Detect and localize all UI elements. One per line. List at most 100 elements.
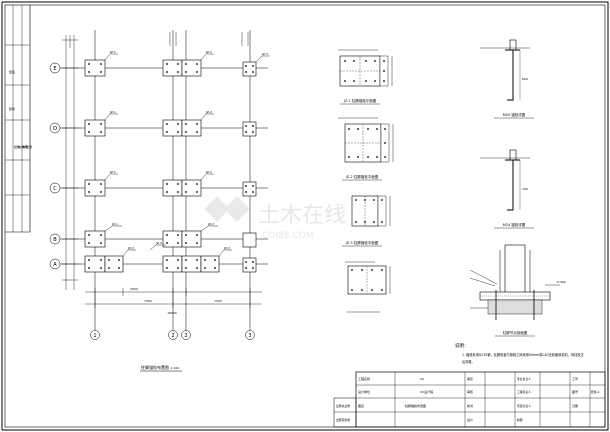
column-base-section: -0.400 柱脚节点剖面图 bbox=[469, 244, 566, 337]
col-axis-2 bbox=[168, 330, 178, 340]
row-axis-c bbox=[49, 182, 61, 194]
bottom-dimension-lines bbox=[85, 288, 262, 308]
base-plate bbox=[84, 255, 106, 273]
dim-overall: 18000 bbox=[167, 311, 177, 315]
drawing-no-label: 图号 bbox=[572, 389, 578, 394]
col-axis-3-label: 2 bbox=[184, 333, 187, 339]
anchor-bolt-dots bbox=[88, 63, 254, 269]
date-label: 日期 bbox=[572, 403, 578, 408]
job-no-label: 工号 bbox=[572, 376, 578, 381]
top-dimension-ticks bbox=[62, 32, 249, 48]
watermark-en: COI88.COM bbox=[262, 231, 313, 241]
issue-seal-label: 出图专用章 bbox=[336, 418, 350, 422]
base-plate bbox=[84, 119, 106, 137]
tag-jz3: JZ-3 bbox=[261, 52, 268, 56]
row-axis-bubbles: E D C B A bbox=[49, 62, 61, 270]
base-plate bbox=[181, 255, 202, 273]
plate-tag-leaders bbox=[104, 53, 270, 257]
base-plate bbox=[84, 59, 106, 77]
title-block bbox=[333, 371, 606, 428]
row-axis-d-label: D bbox=[53, 126, 57, 132]
inner-frame bbox=[4, 4, 606, 428]
detail-jz1: JZ-1 柱脚锚栓平面图 bbox=[338, 49, 393, 105]
watermark-cn: 土木在线 bbox=[258, 203, 346, 228]
side-label-5: 暖通 bbox=[26, 144, 32, 149]
notes-heading: 说明： bbox=[455, 342, 469, 349]
anchor-m24-length: 700 bbox=[522, 187, 528, 191]
row-axis-a-label: A bbox=[53, 262, 57, 268]
notes-line-1: 1. 锚栓采用Q235钢，柱脚底板与基础之间采用50mm厚C40无收缩灌浆料，待… bbox=[462, 352, 584, 357]
base-plate bbox=[162, 59, 183, 77]
tag-jz2: JZ-2 bbox=[205, 110, 212, 114]
check-label: 校对 bbox=[467, 403, 473, 408]
row-axis-a bbox=[49, 258, 61, 270]
review-label: 审核 bbox=[467, 389, 473, 394]
design-label: 设计 bbox=[467, 417, 473, 422]
tag-jz3: JZ-3 bbox=[155, 241, 162, 245]
anchor-m20-length: 600 bbox=[522, 77, 528, 81]
anchor-details: 600 M20 锚栓详图 700 M24 锚栓详图 bbox=[469, 39, 566, 337]
detail-jz3: JZ-3 柱脚锚栓平面图 bbox=[342, 195, 391, 247]
col-axis-1 bbox=[90, 330, 100, 340]
project-value: XX bbox=[420, 377, 424, 381]
left-dimension-chain bbox=[62, 48, 78, 290]
column-axis-bubbles: 1 2 2 3 bbox=[90, 330, 255, 340]
tag-jz2: JZ-2 bbox=[205, 170, 212, 174]
anchor-m24-title: M24 锚栓详图 bbox=[503, 222, 526, 227]
base-plate bbox=[84, 230, 106, 248]
design-unit-label: 设计单位 bbox=[358, 389, 370, 394]
drawing-value: 柱脚锚栓布置图 bbox=[405, 403, 426, 408]
base-plate bbox=[242, 121, 257, 137]
row-axis-b bbox=[49, 233, 61, 245]
base-plate bbox=[84, 179, 106, 197]
section-title: 柱脚节点剖面图 bbox=[503, 330, 528, 335]
base-plate bbox=[181, 119, 202, 137]
col-axis-4 bbox=[245, 330, 255, 340]
plate-tags: JZ-1 JZ-2 JZ-3 JZ-1 JZ-2 JZ-1 JZ-2 JZ-1 … bbox=[109, 50, 268, 250]
tag-jz1: JZ-1 bbox=[109, 170, 116, 174]
base-plate bbox=[242, 232, 257, 248]
tag-jz2: JZ-2 bbox=[205, 50, 212, 54]
tag-jz1: JZ-1 bbox=[109, 50, 116, 54]
engineering-lead-label: 工程负责人 bbox=[517, 390, 531, 394]
side-label-3: 给排水 bbox=[18, 144, 27, 149]
notes: 说明： 1. 锚栓采用Q235钢，柱脚底板与基础之间采用50mm厚C40无收缩灌… bbox=[455, 342, 584, 364]
detail-jz1-title: JZ-1 柱脚锚栓平面图 bbox=[343, 98, 377, 103]
col-axis-4-label: 3 bbox=[248, 333, 251, 339]
base-plate bbox=[242, 181, 257, 197]
side-label-2: 结构 bbox=[14, 144, 20, 149]
base-plate bbox=[242, 61, 257, 77]
draft-label: 制图 bbox=[517, 418, 523, 422]
row-axis-b-label: B bbox=[53, 237, 57, 243]
anchor-detail-m24: 700 M24 锚栓详图 bbox=[480, 149, 534, 229]
anchor-m20-title: M20 锚栓详图 bbox=[503, 112, 526, 117]
detail-jz4 bbox=[345, 261, 391, 313]
drawing-label: 图名 bbox=[358, 403, 364, 408]
detail-jz2-title: JZ-2 柱脚锚栓平面图 bbox=[345, 174, 379, 179]
reg-seal-label: 注册执业章 bbox=[336, 404, 350, 408]
project-lead-label: 项目负责人 bbox=[517, 404, 531, 408]
col-axis-3 bbox=[181, 330, 191, 340]
plan-title: 柱脚锚栓布置图 1:100 bbox=[141, 364, 179, 370]
side-label-4: 电气 bbox=[22, 144, 28, 149]
tag-jz3: JZ-3 bbox=[127, 246, 134, 250]
base-plate bbox=[162, 230, 183, 248]
base-plate bbox=[181, 230, 202, 248]
anchor-detail-m20: 600 M20 锚栓详图 bbox=[480, 39, 534, 119]
detail-jz3-title: JZ-3 柱脚锚栓平面图 bbox=[345, 240, 379, 245]
discipline-lead-label: 专业负责人 bbox=[517, 377, 531, 381]
row-axis-e bbox=[49, 62, 61, 74]
col-axis-1-label: 1 bbox=[93, 333, 96, 339]
title-block-text: 注册执业章 出图专用章 工程名称 XX 设计单位 XX设计院 图名 柱脚锚栓布置… bbox=[336, 376, 600, 422]
tag-jz3: JZ-3 bbox=[223, 246, 230, 250]
detail-jz2: JZ-2 柱脚锚栓平面图 bbox=[338, 117, 394, 181]
approve-label: 审定 bbox=[467, 376, 473, 381]
col-axis-2-label: 2 bbox=[171, 333, 174, 339]
base-plate bbox=[162, 119, 183, 137]
notes-line-2: 后浇筑。 bbox=[462, 359, 475, 364]
base-plate bbox=[242, 257, 257, 273]
drawing-no-value: 结施-2 bbox=[591, 390, 600, 394]
base-plate bbox=[181, 59, 202, 77]
